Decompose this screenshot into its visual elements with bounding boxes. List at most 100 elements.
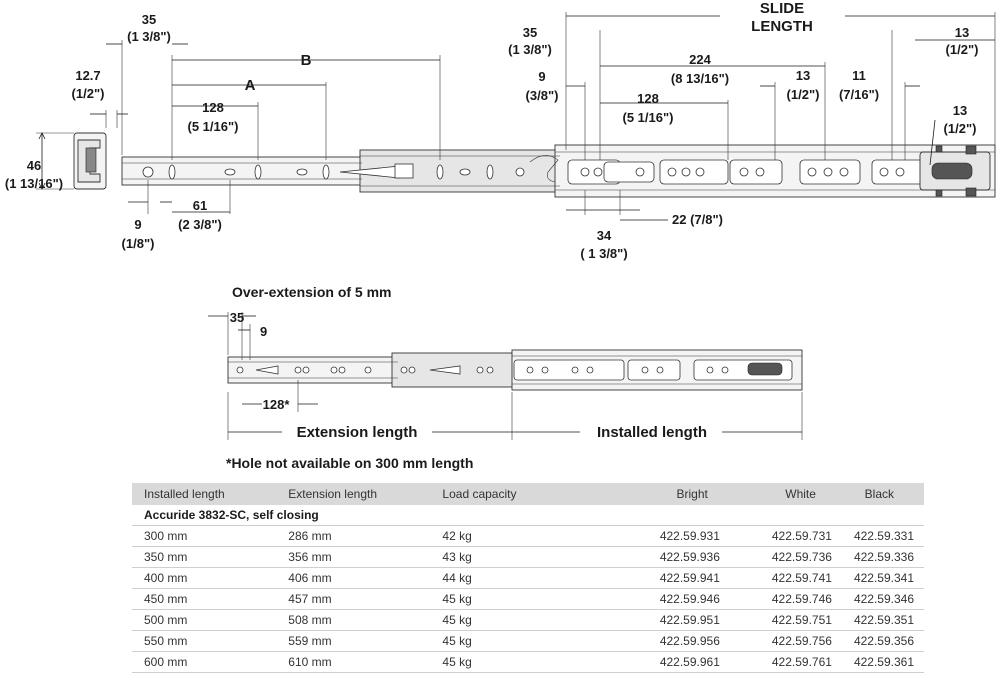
installed-length-label: Installed length — [597, 424, 707, 441]
cell-bright: 422.59.956 — [585, 630, 730, 652]
cell-load-capacity: 45 kg — [430, 651, 586, 673]
dim-35-left-inch: (1 3/8") — [127, 29, 171, 44]
cell-bright: 422.59.961 — [585, 651, 730, 673]
cell-installed-length: 300 mm — [132, 525, 277, 547]
header-load-capacity: Load capacity — [430, 483, 586, 505]
cell-bright: 422.59.951 — [585, 609, 730, 631]
table-group-row: Accuride 3832-SC, self closing — [132, 505, 924, 526]
cell-load-capacity: 45 kg — [430, 609, 586, 631]
spec-table: Installed length Extension length Load c… — [132, 483, 924, 673]
dim-46-inch: (1 13/16") — [5, 176, 63, 191]
dim-61: 61 — [193, 198, 207, 213]
cell-load-capacity: 45 kg — [430, 588, 586, 610]
dim-35-right: 35 — [523, 25, 537, 40]
dim-224-inch: (8 13/16") — [671, 71, 729, 86]
cross-section-profile — [36, 110, 128, 190]
cell-extension-length: 406 mm — [276, 567, 431, 589]
over-extension-title: Over-extension of 5 mm — [232, 284, 392, 300]
cell-white: 422.59.746 — [729, 588, 842, 610]
table-row: 550 mm 559 mm 45 kg 422.59.956 422.59.75… — [132, 630, 924, 652]
dim-9-left: 9 — [134, 217, 141, 232]
table-row: 300 mm 286 mm 42 kg 422.59.931 422.59.73… — [132, 525, 924, 547]
table-header-row: Installed length Extension length Load c… — [132, 483, 924, 505]
dim-128-right: 128 — [637, 91, 659, 106]
cell-bright: 422.59.931 — [585, 525, 730, 547]
over-extension-dimension-lines — [208, 312, 803, 440]
dim-13-c: 13 — [953, 103, 967, 118]
cell-white: 422.59.751 — [729, 609, 842, 631]
cell-black: 422.59.331 — [841, 525, 924, 547]
dim-34-inch: ( 1 3/8") — [580, 246, 627, 261]
dim-13-a: 13 — [955, 25, 969, 40]
cell-extension-length: 356 mm — [276, 546, 431, 568]
cell-white: 422.59.736 — [729, 546, 842, 568]
table-row: 400 mm 406 mm 44 kg 422.59.941 422.59.74… — [132, 567, 924, 589]
overext-dim-128: 128* — [263, 397, 291, 412]
cell-black: 422.59.351 — [841, 609, 924, 631]
dim-9-right: 9 — [538, 69, 545, 84]
cell-white: 422.59.731 — [729, 525, 842, 547]
header-bright: Bright — [585, 483, 730, 505]
dim-b: B — [301, 52, 312, 69]
over-extension-drawing: 35 9 128* Extension length Installed len… — [208, 310, 803, 441]
dim-35-right-inch: (1 3/8") — [508, 42, 552, 57]
dim-13-a-inch: (1/2") — [946, 42, 979, 57]
dim-a: A — [245, 77, 256, 94]
cell-white: 422.59.741 — [729, 567, 842, 589]
table-row: 450 mm 457 mm 45 kg 422.59.946 422.59.74… — [132, 588, 924, 610]
overext-dim-9: 9 — [260, 324, 267, 339]
dim-128-right-inch: (5 1/16") — [623, 110, 674, 125]
dim-61-inch: (2 3/8") — [178, 217, 222, 232]
overext-dim-35: 35 — [230, 310, 244, 325]
dim-224: 224 — [689, 52, 711, 67]
group-label: Accuride 3832-SC, self closing — [132, 505, 924, 526]
dim-9-left-inch: (1/8") — [122, 236, 155, 251]
dim-12-7: 12.7 — [75, 68, 100, 83]
header-installed-length: Installed length — [132, 483, 277, 505]
dim-12-7-inch: (1/2") — [72, 86, 105, 101]
extended-slide-body — [227, 349, 803, 391]
cell-installed-length: 450 mm — [132, 588, 277, 610]
cell-installed-length: 350 mm — [132, 546, 277, 568]
cell-extension-length: 286 mm — [276, 525, 431, 547]
dim-13-b-inch: (1/2") — [787, 87, 820, 102]
slide-rail-body — [121, 144, 996, 198]
cell-bright: 422.59.936 — [585, 546, 730, 568]
cell-bright: 422.59.946 — [585, 588, 730, 610]
cell-extension-length: 559 mm — [276, 630, 431, 652]
cell-black: 422.59.336 — [841, 546, 924, 568]
dim-13-c-inch: (1/2") — [944, 121, 977, 136]
table-row: 350 mm 356 mm 43 kg 422.59.936 422.59.73… — [132, 546, 924, 568]
slide-length-line2: LENGTH — [751, 18, 813, 35]
cell-white: 422.59.761 — [729, 651, 842, 673]
table-row: 500 mm 508 mm 45 kg 422.59.951 422.59.75… — [132, 609, 924, 631]
dim-11: 11 — [852, 68, 866, 83]
dim-13-b: 13 — [796, 68, 810, 83]
hole-availability-note: *Hole not available on 300 mm length — [226, 455, 474, 471]
top-left-dimension-lines — [106, 40, 441, 214]
cell-installed-length: 600 mm — [132, 651, 277, 673]
header-black: Black — [841, 483, 924, 505]
cell-load-capacity: 45 kg — [430, 630, 586, 652]
cell-installed-length: 550 mm — [132, 630, 277, 652]
dim-46: 46 — [27, 158, 41, 173]
cell-white: 422.59.756 — [729, 630, 842, 652]
cell-load-capacity: 42 kg — [430, 525, 586, 547]
cell-installed-length: 500 mm — [132, 609, 277, 631]
cell-extension-length: 508 mm — [276, 609, 431, 631]
cell-black: 422.59.346 — [841, 588, 924, 610]
cell-black: 422.59.341 — [841, 567, 924, 589]
table-row: 600 mm 610 mm 45 kg 422.59.961 422.59.76… — [132, 651, 924, 673]
dim-34: 34 — [597, 228, 612, 243]
dim-22: 22 (7/8") — [672, 212, 723, 227]
top-right-dimension-lines — [565, 12, 996, 221]
cell-bright: 422.59.941 — [585, 567, 730, 589]
dim-128-left-inch: (5 1/16") — [188, 119, 239, 134]
header-white: White — [729, 483, 842, 505]
dim-35-left: 35 — [142, 12, 156, 27]
header-extension-length: Extension length — [276, 483, 431, 505]
dim-9-right-inch: (3/8") — [526, 88, 559, 103]
cell-extension-length: 610 mm — [276, 651, 431, 673]
cell-extension-length: 457 mm — [276, 588, 431, 610]
cell-load-capacity: 44 kg — [430, 567, 586, 589]
